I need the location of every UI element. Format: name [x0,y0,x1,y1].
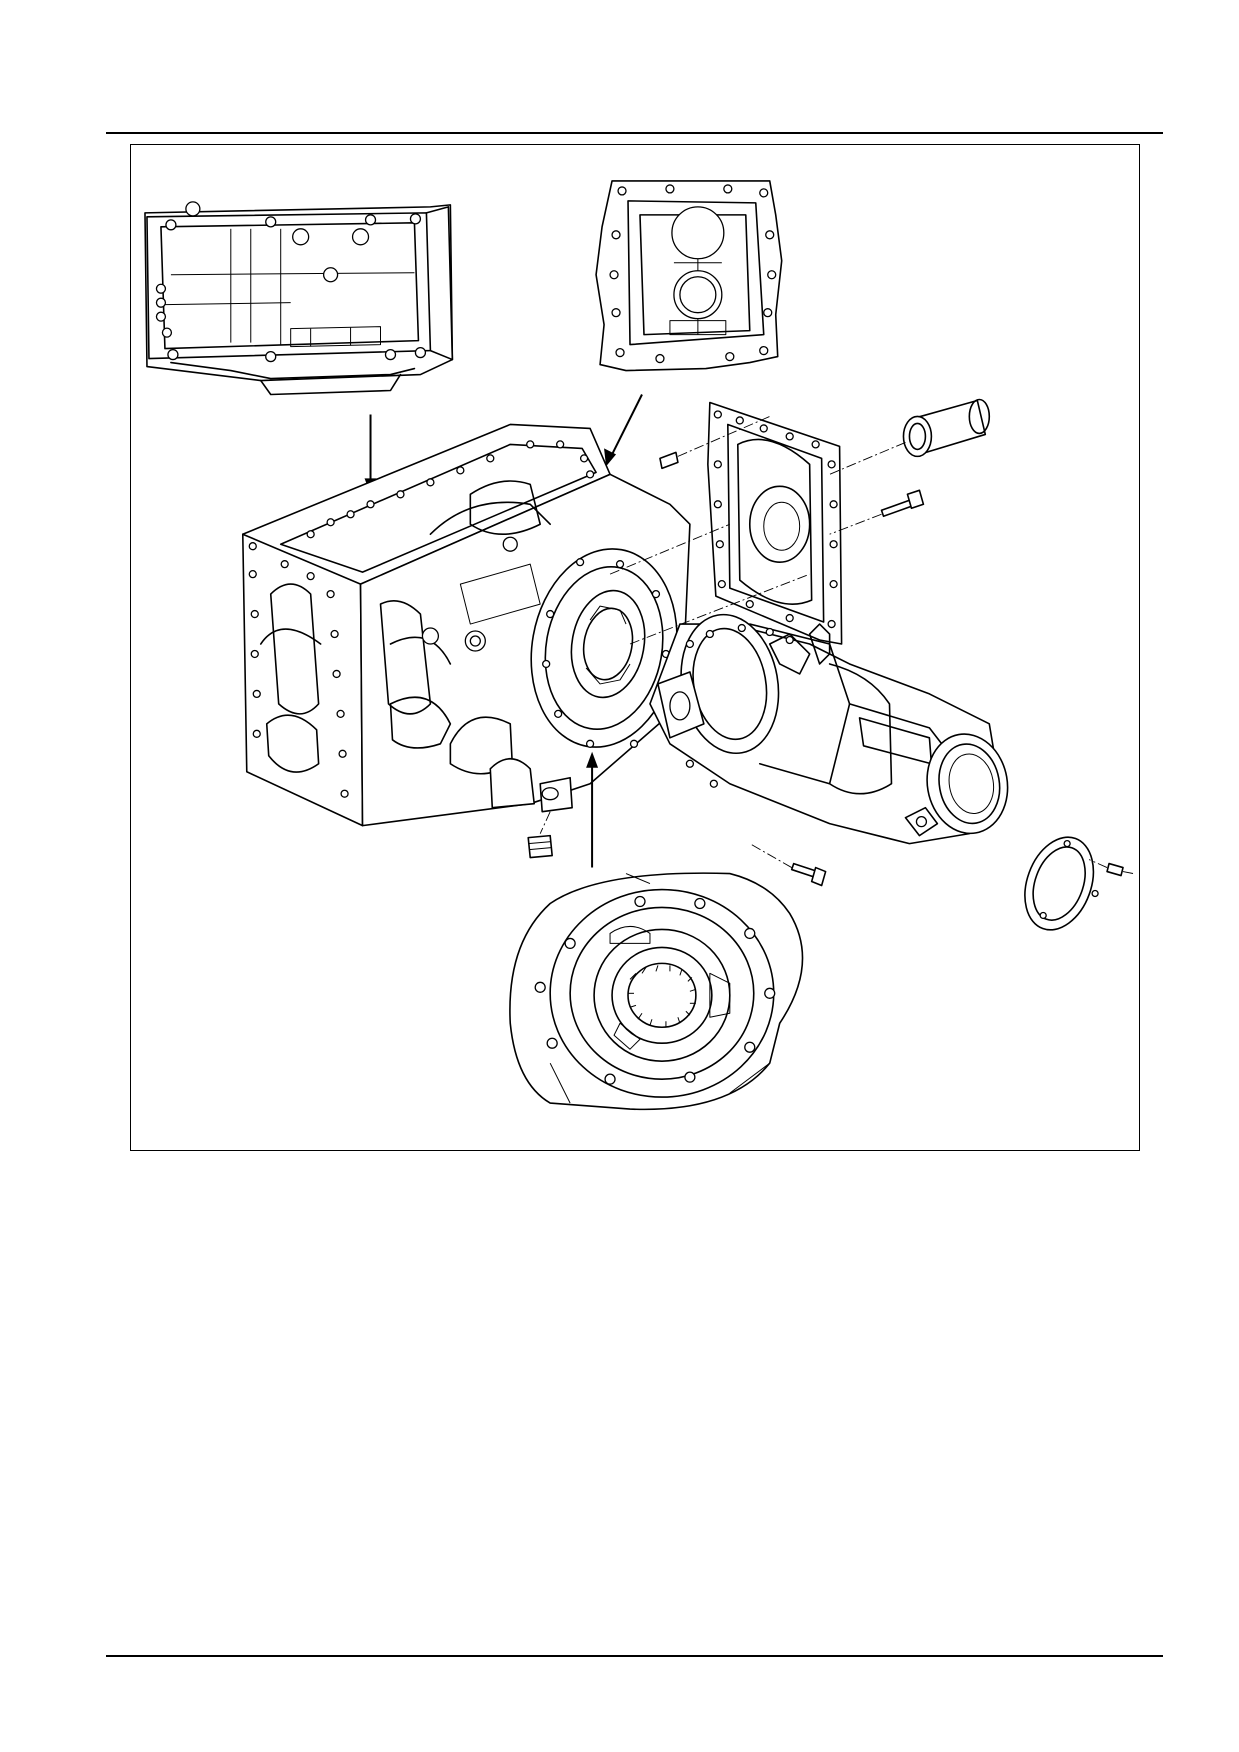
footer-rule [106,1655,1163,1657]
axle-housing [649,613,1009,845]
header-rule [106,132,1163,134]
seal-screw [1088,859,1134,877]
seal-ring [1024,836,1099,931]
axle-bolt [749,843,827,887]
arrow-rear-cover [604,394,643,467]
dowel-pin [659,416,770,470]
bushing [829,398,991,475]
housing-top-view-inset [144,201,454,396]
exploded-view-figure [130,144,1140,1151]
transmission-housing-exploded-drawing [144,180,1134,1111]
spline-teeth [628,965,697,1028]
gasket-plate [707,401,843,645]
arrow-flange-detail [586,751,599,868]
main-transmission-housing [241,423,691,827]
gasket-bolt [609,489,925,645]
rear-cover-inset [595,180,783,372]
drain-plug [527,811,553,859]
flange-detail-inset [509,872,804,1111]
